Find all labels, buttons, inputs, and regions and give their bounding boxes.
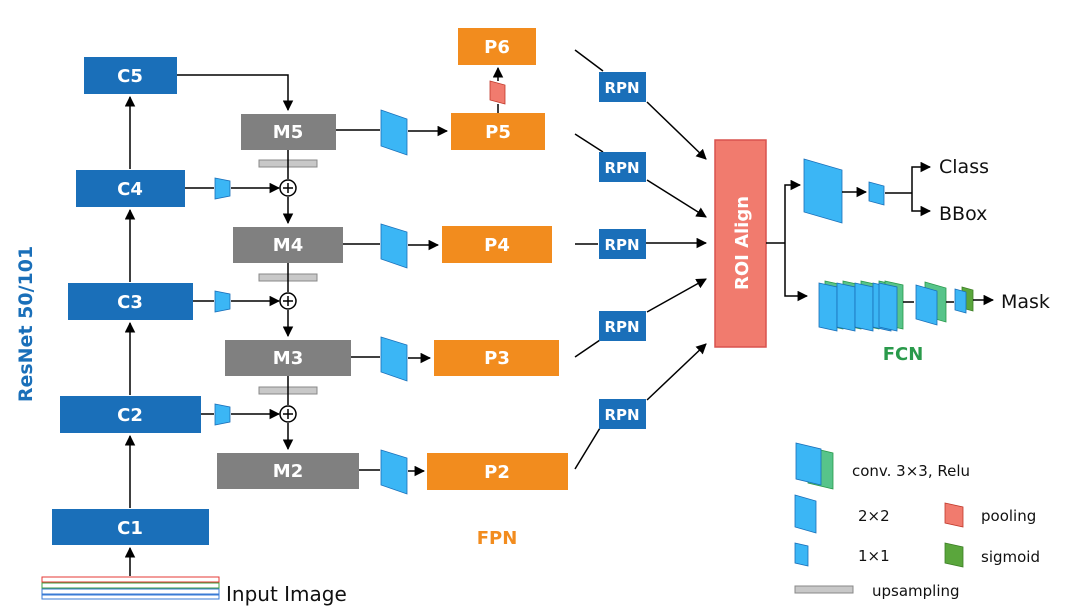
head-conv-large-icon xyxy=(803,158,843,224)
rpn-block-p5 xyxy=(599,152,646,182)
lateral-conv-icons xyxy=(214,177,231,426)
p4-label: P4 xyxy=(484,235,510,256)
input-image-label: Input Image xyxy=(226,582,347,606)
backbone-title: ResNet 50/101 xyxy=(15,246,37,402)
p3-label: P3 xyxy=(484,348,510,369)
legend-conv1-icon xyxy=(794,542,809,567)
rpn-label-p6: RPN xyxy=(604,79,639,97)
m5-block xyxy=(241,114,336,150)
rpn-block-p6 xyxy=(599,72,646,102)
p5-label: P5 xyxy=(485,122,511,143)
c3-label: C3 xyxy=(117,292,143,313)
p2-block xyxy=(427,453,568,490)
pooling-icon xyxy=(489,80,506,105)
mask-output-label: Mask xyxy=(1001,291,1050,313)
legend-pooling-icon xyxy=(944,502,964,528)
legend-conv2-label: 2×2 xyxy=(858,507,890,525)
legend-sigmoid-label: sigmoid xyxy=(981,548,1040,566)
class-output-label: Class xyxy=(939,156,989,178)
c3-block xyxy=(68,283,193,320)
c5-block xyxy=(84,57,177,94)
input-image-icon xyxy=(41,576,220,600)
fcn-title: FCN xyxy=(883,344,924,365)
p5-block xyxy=(451,113,545,150)
p6-label: P6 xyxy=(484,37,510,58)
m2-block xyxy=(217,453,359,489)
fcn-deconv-icon xyxy=(915,281,947,326)
c1-block xyxy=(52,509,209,545)
sum-icons xyxy=(279,179,297,423)
c1-label: C1 xyxy=(117,518,143,539)
legend-conv1-label: 1×1 xyxy=(858,547,890,565)
p3-block xyxy=(434,340,559,376)
rpn-blocks: RPN RPN RPN RPN RPN xyxy=(599,72,646,429)
m5-label: M5 xyxy=(273,122,303,143)
legend-upsampling-label: upsampling xyxy=(872,582,960,600)
roi-align-label: ROI Align xyxy=(732,196,753,290)
m3-block xyxy=(225,340,351,376)
p6-block xyxy=(458,28,536,65)
c2-label: C2 xyxy=(117,405,143,426)
m4-block xyxy=(233,227,343,263)
rpn-label-p4: RPN xyxy=(604,236,639,254)
fcn-conv-stack-icon xyxy=(818,280,904,332)
m3-label: M3 xyxy=(273,348,303,369)
rpn-block-p3 xyxy=(599,311,646,341)
legend-upsampling-icon xyxy=(794,585,854,594)
bbox-output-label: BBox xyxy=(939,203,987,225)
rpn-block-p4 xyxy=(599,229,646,259)
head-conv-small-icon xyxy=(868,181,885,206)
fcn-output-icon xyxy=(954,286,974,314)
rpn-block-p2 xyxy=(599,399,646,429)
c2-block xyxy=(60,396,201,433)
rpn-label-p2: RPN xyxy=(604,406,639,424)
fpn-conv-icons xyxy=(380,109,408,495)
c4-block xyxy=(76,170,185,207)
p2-label: P2 xyxy=(484,462,510,483)
c4-label: C4 xyxy=(117,179,143,200)
rpn-label-p5: RPN xyxy=(604,159,639,177)
legend-conv-label: conv. 3×3, Relu xyxy=(852,462,970,480)
legend-pooling-label: pooling xyxy=(981,507,1036,525)
rpn-label-p3: RPN xyxy=(604,318,639,336)
legend: conv. 3×3, Relu 2×2 pooling 1×1 sigmoid … xyxy=(794,442,1040,600)
legend-conv-icon xyxy=(795,442,834,490)
fpn-title: FPN xyxy=(477,528,518,549)
legend-sigmoid-icon xyxy=(944,542,964,568)
p4-block xyxy=(442,226,552,263)
c5-label: C5 xyxy=(117,66,143,87)
m4-label: M4 xyxy=(273,235,303,256)
legend-conv2-icon xyxy=(794,494,817,534)
m2-label: M2 xyxy=(273,461,303,482)
